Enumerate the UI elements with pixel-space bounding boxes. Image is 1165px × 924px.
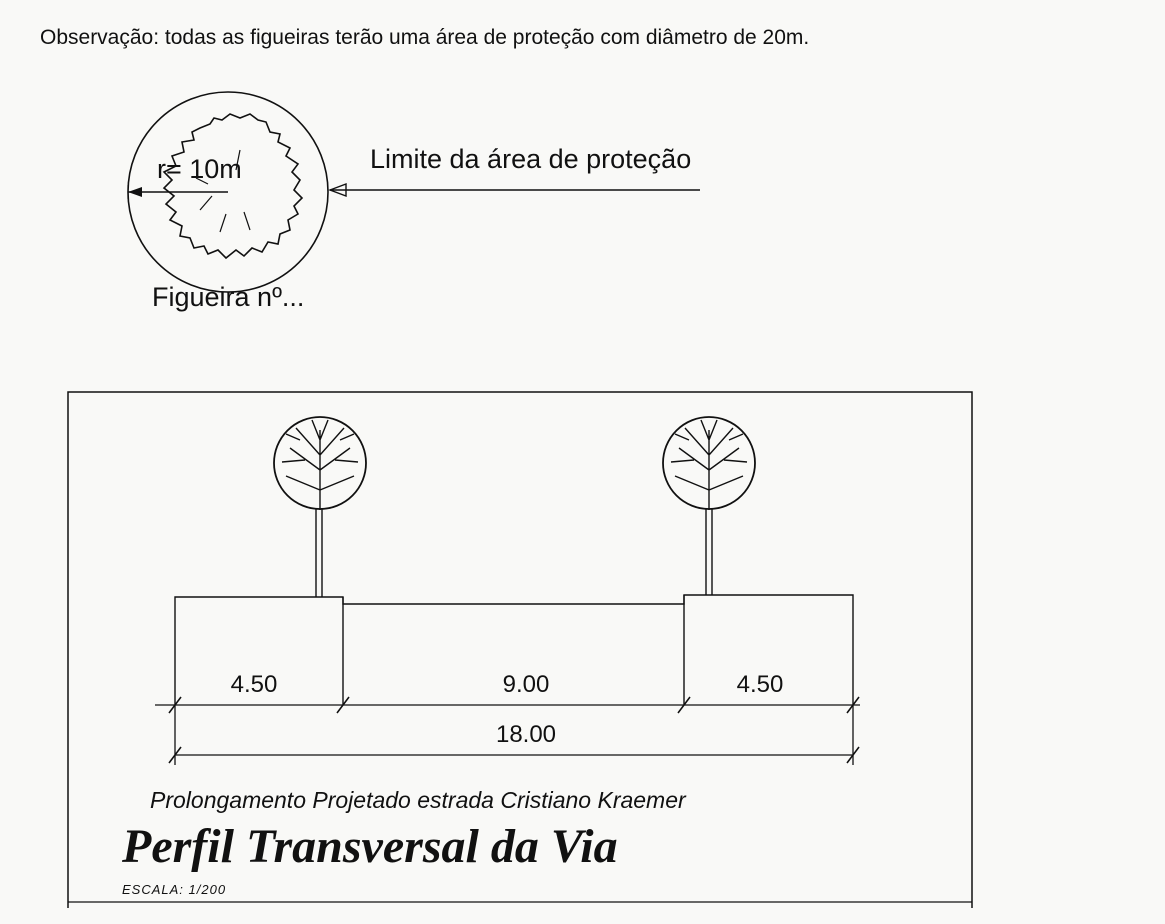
- profile-subtitle: Prolongamento Projetado estrada Cristian…: [150, 787, 687, 813]
- dimension-roadway: 9.00: [503, 671, 550, 698]
- cross-section-drawing: 4.50 9.00 4.50 18.00 Prolongamento Proje…: [67, 391, 973, 908]
- dimension-sidewalk-right: 4.50: [737, 671, 784, 698]
- observation-note: Observação: todas as figueiras terão uma…: [40, 26, 810, 49]
- dimension-ticks: [168, 696, 860, 764]
- profile-scale: ESCALA: 1/200: [122, 882, 226, 897]
- dimension-sidewalk-left: 4.50: [231, 671, 278, 698]
- profile-frame: [67, 391, 973, 908]
- profile-title: Perfil Transversal da Via: [121, 820, 618, 873]
- street-profile-line: [174, 594, 854, 705]
- right-tree-icon: [662, 416, 756, 595]
- dimension-total: 18.00: [496, 721, 556, 748]
- limit-label: Limite da área de proteção: [370, 144, 691, 174]
- tree-label: Figueira nº...: [152, 282, 304, 312]
- radius-label: r= 10m: [157, 154, 242, 184]
- fig-tree-canopy-outline: [162, 113, 304, 260]
- protection-area-legend: r= 10m Limite da área de proteção Figuei…: [127, 91, 700, 312]
- limit-arrow-icon: [328, 182, 347, 198]
- left-tree-icon: [273, 416, 367, 597]
- fig-tree-inner-detail: [195, 149, 251, 233]
- radius-arrow-icon: [128, 187, 142, 197]
